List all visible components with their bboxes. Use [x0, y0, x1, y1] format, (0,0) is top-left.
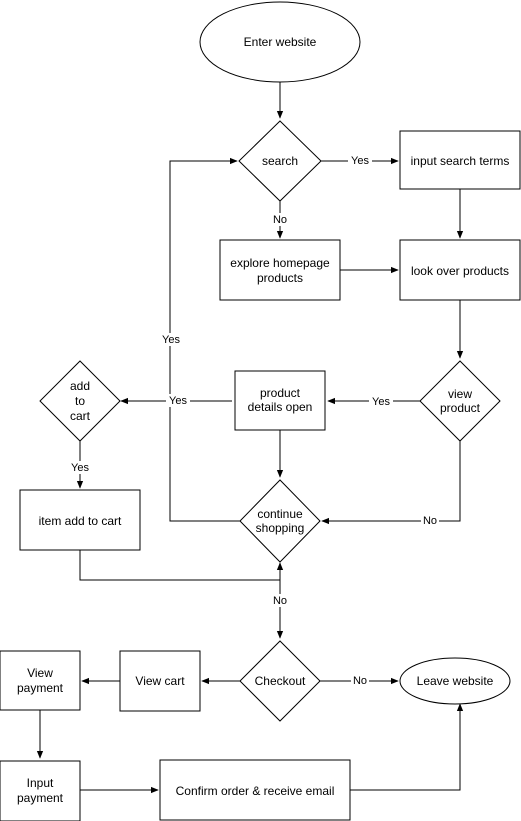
svg-text:Confirm order & receive email: Confirm order & receive email — [176, 784, 335, 798]
svg-text:search: search — [262, 154, 298, 168]
svg-text:View cart: View cart — [135, 674, 185, 688]
svg-text:Leave website: Leave website — [417, 674, 494, 688]
svg-text:Input: Input — [27, 776, 54, 790]
node-input-search-terms: input search terms — [399, 130, 521, 190]
edge-item-continue — [79, 550, 284, 581]
svg-text:cart: cart — [70, 409, 91, 423]
edge-label-view-product-no: No — [421, 514, 439, 527]
node-leave-website: Leave website — [399, 657, 511, 705]
svg-text:add: add — [70, 379, 90, 393]
svg-text:No: No — [273, 595, 287, 607]
node-explore-homepage-products: explore homepage products — [219, 239, 341, 301]
edge-label-add-to-cart-yes: Yes — [68, 461, 92, 474]
svg-text:Yes: Yes — [162, 334, 180, 346]
node-enter-website: Enter website — [199, 1, 361, 83]
edge-view-no-continue — [321, 441, 461, 525]
node-input-payment: Input payment — [0, 760, 81, 821]
svg-text:look over products: look over products — [411, 264, 509, 278]
node-add-to-cart: add to cart — [39, 360, 121, 442]
edge-label-search-yes: Yes — [348, 154, 372, 167]
svg-text:No: No — [353, 675, 367, 687]
svg-text:No: No — [273, 214, 287, 226]
edge-label-search-no: No — [271, 213, 289, 226]
node-item-add-to-cart: item add to cart — [19, 489, 141, 551]
node-view-cart: View cart — [119, 650, 201, 712]
edge-confirm-leave — [350, 703, 464, 791]
node-search: search — [238, 120, 322, 202]
svg-text:Yes: Yes — [169, 395, 187, 407]
svg-text:Yes: Yes — [351, 155, 369, 167]
svg-text:payment: payment — [17, 791, 64, 805]
edge-label-view-product-yes: Yes — [369, 395, 393, 408]
svg-text:product: product — [440, 401, 481, 415]
svg-text:Checkout: Checkout — [255, 674, 306, 688]
node-continue-shopping: continue shopping — [239, 479, 321, 563]
node-confirm-order: Confirm order & receive email — [159, 759, 351, 821]
edge-label-continue-no: No — [271, 594, 289, 607]
edge-label-checkout-no: No — [351, 674, 369, 687]
svg-text:Yes: Yes — [372, 396, 390, 408]
svg-text:view: view — [448, 387, 472, 401]
svg-text:shopping: shopping — [256, 521, 305, 535]
svg-text:continue: continue — [257, 507, 303, 521]
svg-text:details open: details open — [248, 400, 313, 414]
svg-text:to: to — [75, 394, 85, 408]
svg-text:product: product — [260, 386, 301, 400]
edge-label-details-yes: Yes — [166, 394, 190, 407]
svg-text:payment: payment — [17, 681, 64, 695]
node-checkout: Checkout — [239, 640, 321, 722]
svg-text:products: products — [257, 271, 303, 285]
svg-text:Enter website: Enter website — [244, 35, 317, 49]
edge-label-continue-yes: Yes — [159, 333, 183, 346]
svg-text:Yes: Yes — [71, 462, 89, 474]
svg-text:item add to cart: item add to cart — [39, 514, 122, 528]
node-view-payment: View payment — [0, 650, 81, 711]
svg-text:View: View — [27, 666, 53, 680]
svg-text:No: No — [423, 515, 437, 527]
node-view-product: view product — [419, 360, 501, 442]
node-product-details-open: product details open — [234, 370, 326, 431]
node-look-over-products: look over products — [399, 239, 521, 301]
svg-text:input search terms: input search terms — [411, 154, 510, 168]
svg-text:explore homepage: explore homepage — [230, 256, 330, 270]
